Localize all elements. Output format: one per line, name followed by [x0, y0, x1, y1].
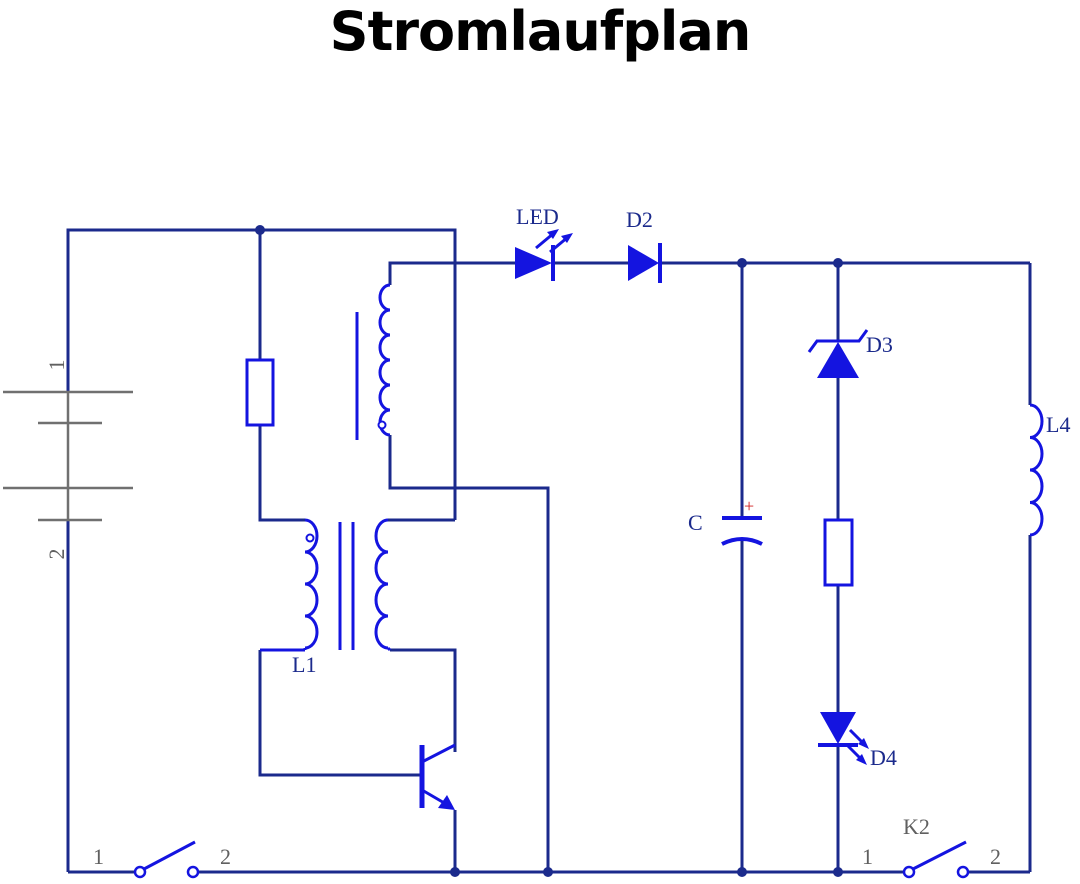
d4-label: D4: [870, 745, 897, 770]
switch1-pin-2-label: 2: [220, 844, 231, 869]
battery-pin-2-label: 2: [44, 549, 69, 560]
battery-pin-1-label: 1: [44, 360, 69, 371]
c-label: C: [688, 510, 703, 535]
junction-dots: [255, 225, 843, 877]
l4-label: L4: [1046, 412, 1070, 437]
switch-1: [133, 840, 200, 879]
switch1-pin-1-label: 1: [93, 844, 104, 869]
k2-label: K2: [903, 814, 930, 839]
capacitor-c: [721, 516, 763, 546]
resistor-r2: [823, 518, 854, 587]
resistor-r1: [245, 358, 275, 427]
battery-symbol: [3, 390, 133, 522]
inductor-l4: [1029, 403, 1044, 537]
led-diode-d4: [818, 712, 869, 765]
d2-label: D2: [626, 207, 653, 232]
k2-pin-1-label: 1: [862, 844, 873, 869]
npn-transistor: [419, 743, 456, 810]
capacitor-plus-sign: +: [744, 496, 754, 516]
upper-coil: [355, 283, 391, 440]
switch-k2: [902, 840, 970, 879]
led-label: LED: [516, 204, 559, 229]
page-title: Stromlaufplan: [329, 0, 752, 63]
k2-pin-2-label: 2: [990, 844, 1001, 869]
l1-label: L1: [292, 652, 316, 677]
diode-d2: [628, 243, 662, 283]
wires: [66, 228, 1032, 874]
zener-diode-d3: [807, 329, 869, 378]
led-diode: [515, 229, 573, 281]
d3-label: D3: [866, 332, 893, 357]
transformer-l1: [260, 518, 392, 652]
